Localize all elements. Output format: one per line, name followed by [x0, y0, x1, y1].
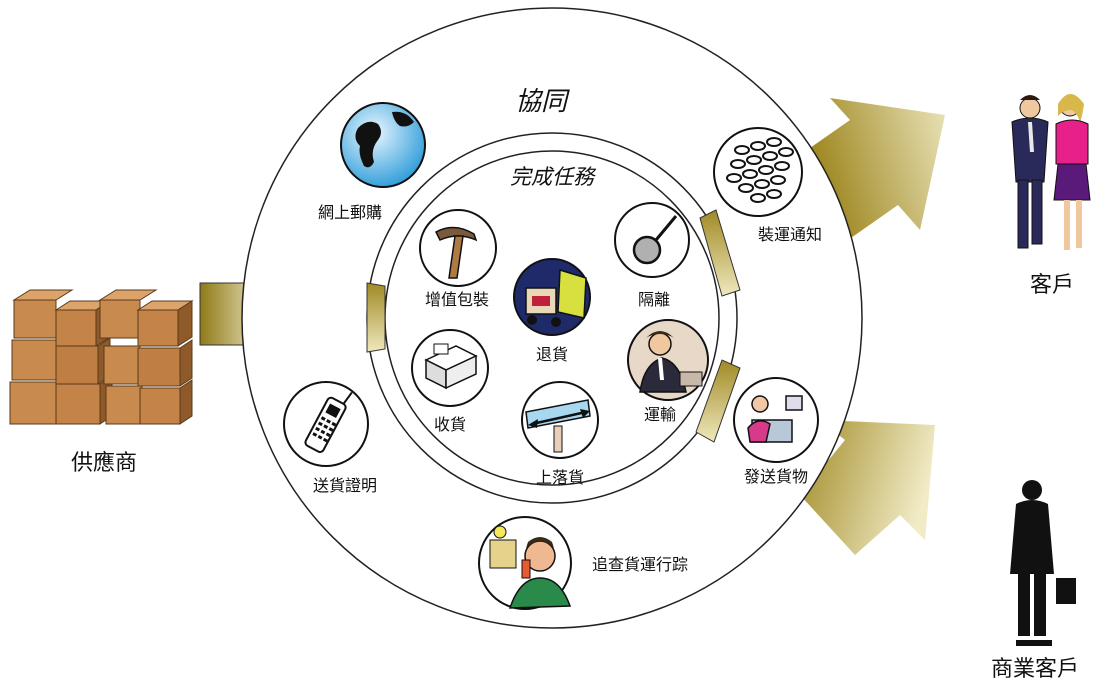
business-customer-label: 商業客戶 — [991, 657, 1079, 682]
customer-couple-icon — [1011, 94, 1091, 250]
loading-label: 上落貨 — [536, 468, 584, 487]
isolation-node: 隔離 — [614, 202, 690, 309]
business-customer-icon — [1010, 480, 1076, 646]
tracking-node: 追查貨運行踪 — [478, 516, 688, 610]
customer-label: 客戶 — [1030, 273, 1074, 298]
arrow-to-business-customer — [800, 420, 935, 555]
ring-title: 協同 — [515, 87, 570, 117]
value-packaging-label: 增值包裝 — [425, 290, 489, 309]
band-right-top — [699, 209, 741, 297]
supplier-boxes-icon — [9, 289, 194, 425]
send-goods-node: 發送貨物 — [733, 377, 819, 486]
delivery-proof-label: 送貨證明 — [313, 476, 377, 495]
receiving-node: 收貨 — [411, 329, 489, 434]
value-packaging-node: 增值包裝 — [419, 209, 497, 309]
globe-icon — [340, 102, 426, 188]
band-left — [366, 282, 386, 353]
delivery-proof-node: 送貨證明 — [283, 381, 377, 495]
tracking-label: 追查貨運行踪 — [592, 555, 688, 574]
returns-node: 退貨 — [513, 258, 591, 364]
shipping-notice-label: 裝運通知 — [758, 225, 822, 244]
supplier-label: 供應商 — [71, 450, 137, 476]
transport-label: 運輸 — [644, 405, 676, 424]
returns-label: 退貨 — [536, 345, 568, 364]
transport-node: 運輸 — [627, 319, 709, 424]
receiving-label: 收貨 — [434, 415, 466, 434]
inner-title: 完成任務 — [510, 165, 597, 189]
band-right-bottom — [695, 359, 741, 443]
loading-node: 上落貨 — [521, 381, 599, 487]
isolation-label: 隔離 — [638, 290, 670, 309]
shipping-notice-node: 裝運通知 — [713, 127, 822, 244]
send-goods-label: 發送貨物 — [744, 467, 808, 486]
online-purchase-label: 網上郵購 — [318, 203, 382, 222]
online-purchase-node: 網上郵購 — [318, 102, 426, 222]
